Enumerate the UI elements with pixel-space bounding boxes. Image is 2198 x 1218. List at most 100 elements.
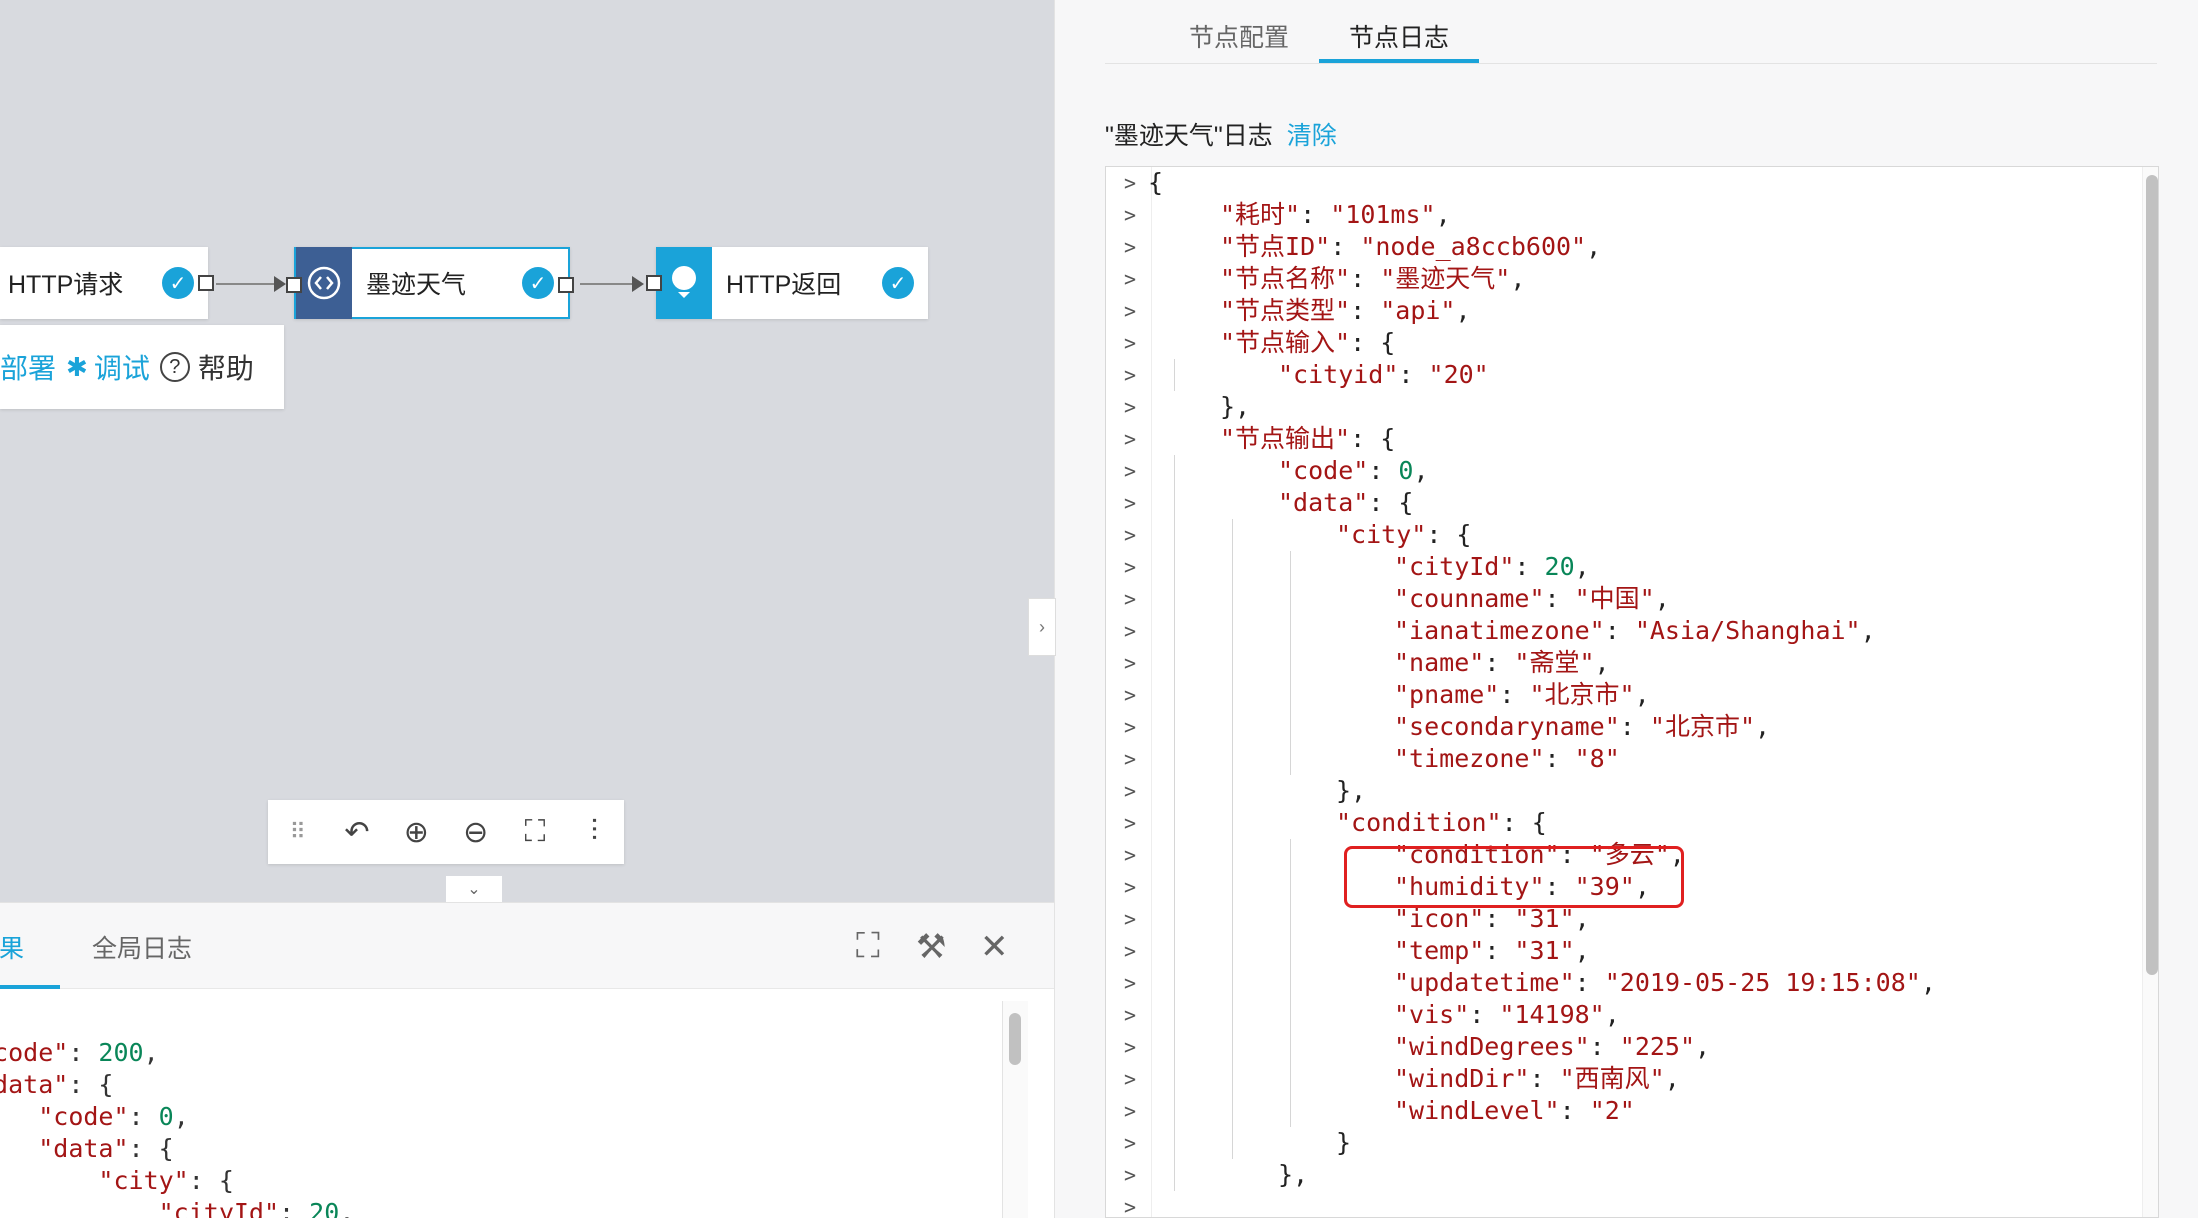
fold-arrow-icon[interactable]: > <box>1124 459 1137 483</box>
debug-button[interactable]: 调试 <box>93 353 150 384</box>
chevron-down-icon[interactable]: ⌄ <box>446 876 502 902</box>
clear-button[interactable]: 清除 <box>1286 122 1337 150</box>
log-line: >} <box>1106 1127 2086 1159</box>
log-line-text: "temp": "31", <box>1394 936 1590 965</box>
canvas-toolbar: ⠿ ↶ ⊕ ⊖ ⛶ ⫶ <box>268 800 624 864</box>
help-button[interactable]: 帮助 <box>197 353 254 384</box>
scrollbar[interactable] <box>1002 1001 1028 1218</box>
fold-arrow-icon[interactable]: > <box>1124 203 1137 227</box>
log-line-text: "ianatimezone": "Asia/Shanghai", <box>1394 616 1876 645</box>
fold-arrow-icon[interactable]: > <box>1124 363 1137 387</box>
fold-arrow-icon[interactable]: > <box>1124 619 1137 643</box>
log-line: >"icon": "31", <box>1106 903 2086 935</box>
node-action-bar: 部署 ✱ 调试 ? 帮助 <box>0 325 284 409</box>
active-tab-indicator <box>0 985 60 989</box>
node-moji-weather[interactable]: 墨迹天气 ✓ <box>286 247 574 319</box>
log-line: >"timezone": "8" <box>1106 743 2086 775</box>
fold-arrow-icon[interactable]: > <box>1124 491 1137 515</box>
fold-arrow-icon[interactable]: > <box>1124 331 1137 355</box>
tab-global-log[interactable]: 全局日志 <box>92 935 193 963</box>
log-line: >"data": { <box>1106 487 2086 519</box>
fold-arrow-icon[interactable]: > <box>1124 779 1137 803</box>
log-line: > "temp": "31", <box>1106 935 2086 967</box>
deploy-button[interactable]: 部署 <box>0 353 57 384</box>
fold-arrow-icon[interactable]: > <box>1124 811 1137 835</box>
scrollbar[interactable] <box>2142 167 2158 1217</box>
node-http-response[interactable]: HTTP返回 ✓ <box>646 247 928 319</box>
node-http-request[interactable]: HTTP请求 ✓ <box>0 247 214 319</box>
output-port[interactable] <box>558 277 574 293</box>
arrow-icon <box>632 276 644 292</box>
edge-line <box>216 283 276 285</box>
fold-arrow-icon[interactable]: > <box>1124 1195 1137 1218</box>
fold-arrow-icon[interactable]: > <box>1124 971 1137 995</box>
detail-tabs: 节点配置 节点日志 <box>1105 0 2157 64</box>
fit-screen-icon[interactable]: ⛶ <box>524 815 546 848</box>
log-line: >}, <box>1106 391 2086 423</box>
fold-arrow-icon[interactable]: > <box>1124 939 1137 963</box>
log-line: > <box>1106 1191 2086 1218</box>
indent-guide <box>1174 455 1175 1191</box>
fold-arrow-icon[interactable]: > <box>1124 523 1137 547</box>
fold-arrow-icon[interactable]: > <box>1124 555 1137 579</box>
fold-arrow-icon[interactable]: > <box>1124 875 1137 899</box>
indent-guide <box>1232 519 1233 1159</box>
input-port[interactable] <box>286 277 302 293</box>
fold-arrow-icon[interactable]: > <box>1124 683 1137 707</box>
fold-arrow-icon[interactable]: > <box>1124 587 1137 611</box>
api-icon <box>296 247 352 319</box>
zoom-out-icon[interactable]: ⊖ <box>463 815 489 849</box>
undo-icon[interactable]: ↶ <box>344 815 370 849</box>
magic-wand-icon[interactable]: ⚒ <box>916 928 947 966</box>
fold-arrow-icon[interactable]: > <box>1124 651 1137 675</box>
fold-arrow-icon[interactable]: > <box>1124 747 1137 771</box>
input-port[interactable] <box>646 275 662 291</box>
zoom-in-icon[interactable]: ⊕ <box>403 815 429 849</box>
fold-arrow-icon[interactable]: > <box>1124 427 1137 451</box>
fold-arrow-icon[interactable]: > <box>1124 843 1137 867</box>
fold-arrow-icon[interactable]: > <box>1124 715 1137 739</box>
log-line: >"name": "斋堂", <box>1106 647 2086 679</box>
close-icon[interactable]: ✕ <box>980 928 1009 966</box>
chevron-right-icon[interactable]: › <box>1028 598 1056 656</box>
fold-arrow-icon[interactable]: > <box>1124 235 1137 259</box>
fold-arrow-icon[interactable]: > <box>1124 907 1137 931</box>
log-line: >{ <box>1106 167 2086 199</box>
indent-guide <box>1290 551 1291 775</box>
log-line: >"vis": "14198", <box>1106 999 2086 1031</box>
result-line: "data": { <box>38 1134 174 1163</box>
fold-arrow-icon[interactable]: > <box>1124 1163 1137 1187</box>
drag-handle-icon[interactable]: ⠿ <box>289 819 306 844</box>
log-line: >"windDir": "西南风", <box>1106 1063 2086 1095</box>
node-label: HTTP请求 <box>8 271 124 299</box>
fold-arrow-icon[interactable]: > <box>1124 171 1137 195</box>
settings-sliders-icon[interactable]: ⫶ <box>590 815 599 848</box>
check-icon: ✓ <box>162 267 194 299</box>
log-line: >}, <box>1106 775 2086 807</box>
tab-result[interactable]: 结果 <box>0 935 25 963</box>
fold-arrow-icon[interactable]: > <box>1124 1003 1137 1027</box>
tab-node-log[interactable]: 节点日志 <box>1349 24 1450 52</box>
result-code-view: "code": 200,"data": { "code": 0, "data":… <box>0 1003 1000 1218</box>
log-line: >"windDegrees": "225", <box>1106 1031 2086 1063</box>
lightbulb-icon <box>656 247 712 319</box>
flow-canvas[interactable]: HTTP请求 ✓ 墨迹天气 ✓ HTTP返回 ✓ 部署 ✱ 调试 ? 帮助 ⠿ … <box>0 0 1054 902</box>
fold-arrow-icon[interactable]: > <box>1124 1067 1137 1091</box>
help-icon[interactable]: ? <box>159 352 190 382</box>
fold-arrow-icon[interactable]: > <box>1124 1099 1137 1123</box>
log-line: >"windLevel": "2" <box>1106 1095 2086 1127</box>
result-line: "city": { <box>98 1166 234 1195</box>
bug-icon[interactable]: ✱ <box>66 351 88 382</box>
fold-arrow-icon[interactable]: > <box>1124 267 1137 291</box>
fold-arrow-icon[interactable]: > <box>1124 395 1137 419</box>
fold-arrow-icon[interactable]: > <box>1124 1035 1137 1059</box>
output-port[interactable] <box>198 275 214 291</box>
log-line: >"节点输入": { <box>1106 327 2086 359</box>
tab-node-config[interactable]: 节点配置 <box>1189 24 1290 52</box>
log-line: >"节点类型": "api", <box>1106 295 2086 327</box>
fold-arrow-icon[interactable]: > <box>1124 1131 1137 1155</box>
fold-arrow-icon[interactable]: > <box>1124 299 1137 323</box>
arrow-icon <box>274 276 286 292</box>
log-line: >"updatetime": "2019-05-25 19:15:08", <box>1106 967 2086 999</box>
fullscreen-icon[interactable]: ⛶ <box>856 927 880 965</box>
